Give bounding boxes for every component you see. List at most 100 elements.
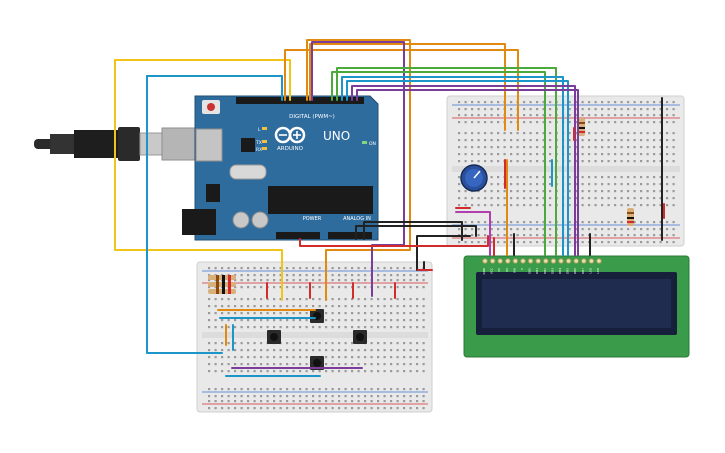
breadboard-hole (523, 153, 526, 156)
lcd-pin[interactable] (550, 258, 557, 264)
lcd-pin[interactable] (535, 258, 542, 264)
breadboard-hole (338, 342, 341, 345)
breadboard-hole (484, 241, 487, 244)
breadboard-hole (529, 241, 532, 244)
lcd-pin[interactable] (581, 258, 587, 264)
pushbutton-icon[interactable] (310, 356, 324, 370)
breadboard-hole (620, 101, 623, 104)
breadboard-hole (299, 286, 302, 289)
breadboard-hole (646, 204, 649, 207)
breadboard-hole (338, 274, 341, 277)
breadboard-hole (260, 395, 263, 398)
breadboard-hole (422, 305, 425, 308)
breadboard-hole (523, 190, 526, 193)
lcd-pin[interactable] (512, 258, 519, 264)
lcd-pin[interactable] (596, 258, 602, 264)
breadboard-hole (325, 319, 328, 322)
breadboard-hole (227, 370, 230, 373)
breadboard-hole (653, 234, 656, 237)
breadboard-hole (377, 388, 380, 391)
breadboard-hole (331, 388, 334, 391)
breadboard-hole (575, 228, 578, 231)
breadboard-hole (344, 400, 347, 403)
breadboard-hole (471, 101, 474, 104)
breadboard-hole (266, 298, 269, 301)
breadboard-hole (490, 121, 493, 124)
breadboard-hole (659, 132, 662, 135)
breadboard-hole (620, 153, 623, 156)
lcd-pin-label: DB2 (543, 268, 547, 274)
lcd-pin[interactable] (497, 258, 504, 264)
breadboard-hole (227, 400, 230, 403)
breadboard-hole (357, 326, 360, 329)
breadboard-hole (377, 274, 380, 277)
breadboard-hole (549, 121, 552, 124)
breadboard-left[interactable] (196, 261, 433, 413)
breadboard-hole (549, 101, 552, 104)
breadboard-hole (416, 342, 419, 345)
pushbutton-icon[interactable] (310, 309, 324, 323)
arduino-uno-board[interactable]: DIGITAL (PWM~) ARDUINO UNO L TX RX ON PO… (182, 95, 379, 241)
breadboard-hole (364, 370, 367, 373)
breadboard-hole (477, 132, 480, 135)
breadboard-hole (312, 395, 315, 398)
breadboard-hole (247, 407, 250, 410)
breadboard-hole (286, 356, 289, 359)
breadboard-hole (253, 349, 256, 352)
breadboard-hole (279, 400, 282, 403)
breadboard-hole (377, 319, 380, 322)
breadboard-hole (292, 400, 295, 403)
breadboard-hole (403, 279, 406, 282)
breadboard-hole (370, 305, 373, 308)
breadboard-hole (588, 101, 591, 104)
breadboard-hole (620, 108, 623, 111)
breadboard-hole (318, 400, 321, 403)
rx-label: RX (256, 147, 262, 153)
breadboard-hole (523, 183, 526, 186)
resistor-bank (208, 275, 236, 294)
breadboard-hole (331, 349, 334, 352)
lcd-pin[interactable] (505, 258, 511, 264)
breadboard-hole (542, 241, 545, 244)
breadboard-hole (221, 319, 224, 322)
breadboard-hole (516, 132, 519, 135)
wire-yellow (114, 59, 291, 101)
potentiometer-icon[interactable] (460, 164, 488, 192)
pushbutton-icon[interactable] (267, 330, 281, 344)
breadboard-hole (464, 160, 467, 163)
lcd-pin[interactable] (588, 258, 595, 264)
breadboard-hole (497, 228, 500, 231)
breadboard-hole (672, 241, 675, 244)
breadboard-hole (640, 234, 643, 237)
lcd-pin[interactable] (558, 258, 564, 264)
breadboard-hole (364, 298, 367, 301)
breadboard-hole (312, 274, 315, 277)
breadboard-hole (325, 395, 328, 398)
breadboard-hole (653, 197, 656, 200)
lcd-pin[interactable] (489, 258, 496, 264)
breadboard-hole (260, 312, 263, 315)
breadboard-hole (646, 108, 649, 111)
lcd-pin[interactable] (565, 258, 572, 264)
breadboard-hole (260, 349, 263, 352)
breadboard-hole (396, 349, 399, 352)
breadboard-hole (396, 407, 399, 410)
breadboard-hole (549, 108, 552, 111)
lcd-pin[interactable] (482, 258, 488, 264)
usb-cable-icon[interactable] (34, 127, 197, 161)
lcd-pin[interactable] (543, 258, 549, 264)
lcd-pin[interactable] (520, 258, 526, 264)
pushbutton-icon[interactable] (353, 330, 367, 344)
lcd-pin[interactable] (527, 258, 534, 264)
lcd-pin[interactable] (573, 258, 580, 264)
breadboard-hole (338, 395, 341, 398)
breadboard-hole (575, 160, 578, 163)
breadboard-hole (581, 204, 584, 207)
breadboard-hole (364, 388, 367, 391)
breadboard-hole (646, 139, 649, 142)
breadboard-hole (484, 121, 487, 124)
breadboard-hole (620, 121, 623, 124)
breadboard-hole (396, 298, 399, 301)
breadboard-hole (208, 326, 211, 329)
